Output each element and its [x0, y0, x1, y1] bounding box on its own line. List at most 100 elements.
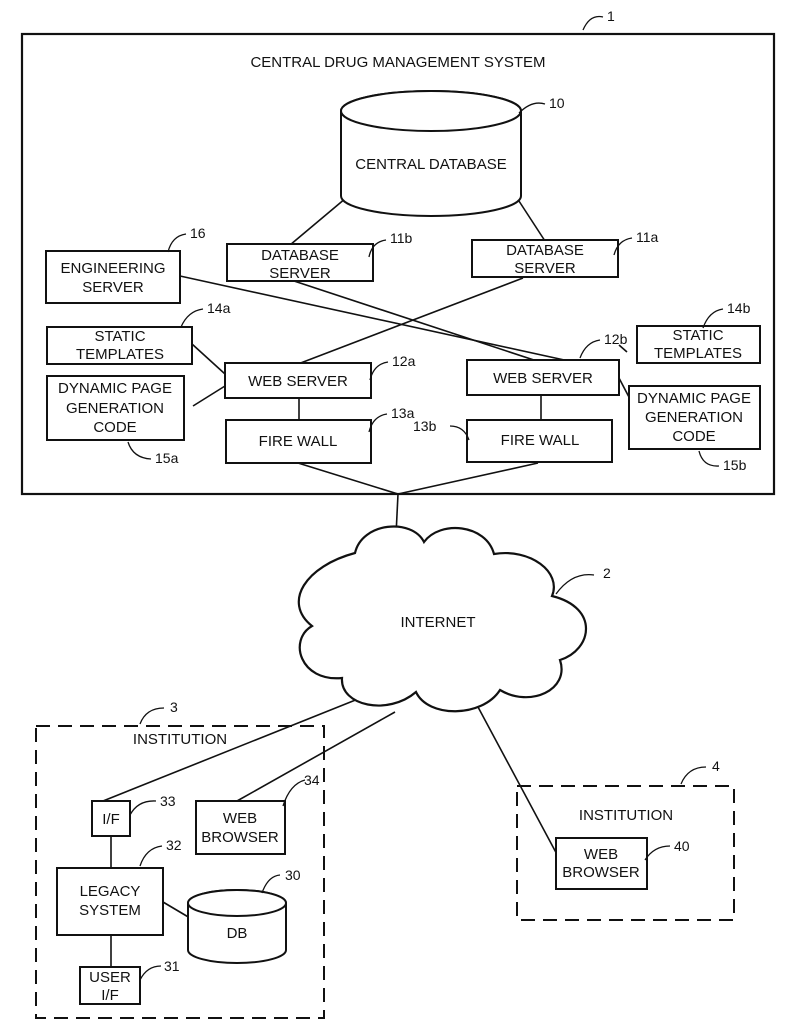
- dynamic-code-b: DYNAMIC PAGE GENERATION CODE: [628, 385, 761, 450]
- static-templates-a-line2: TEMPLATES: [76, 346, 164, 363]
- institution-3-legacy-system-ref-leader: [139, 845, 163, 867]
- web-server-a-ref-leader: [369, 361, 389, 381]
- dynamic-code-a: DYNAMIC PAGE GENERATION CODE: [46, 375, 185, 441]
- web-server-a-label: WEB SERVER: [248, 373, 348, 390]
- fire-wall-b-ref-leader: [449, 425, 470, 441]
- fire-wall-b-ref: 13b: [413, 418, 437, 434]
- institution-3-legacy-system-line1: LEGACY: [80, 883, 141, 900]
- institution-4-web-browser-ref: 40: [674, 838, 690, 854]
- dynamic-code-b-line2: GENERATION: [645, 409, 743, 426]
- fire-wall-b: FIRE WALL: [466, 419, 613, 463]
- dynamic-code-a-line1: DYNAMIC PAGE: [58, 380, 172, 397]
- static-templates-b-line1: STATIC: [672, 327, 723, 344]
- dynamic-code-b-ref-leader: [698, 450, 720, 467]
- database-server-a: DATABASE SERVER: [471, 239, 619, 278]
- dynamic-code-b-ref: 15b: [723, 457, 747, 473]
- institution-3-title: INSTITUTION: [133, 731, 227, 748]
- institution-3-db-ref-leader: [261, 874, 281, 894]
- engineering-server-ref-leader: [167, 233, 187, 253]
- central-database: CENTRAL DATABASE: [340, 90, 522, 217]
- institution-4-web-browser: WEB BROWSER: [555, 837, 648, 890]
- web-server-a: WEB SERVER: [224, 362, 372, 399]
- engineering-server: ENGINEERING SERVER: [45, 250, 181, 304]
- fire-wall-b-label: FIRE WALL: [501, 432, 580, 449]
- web-server-b: WEB SERVER: [466, 359, 620, 396]
- institution-3-frame: [35, 725, 325, 1019]
- institution-3-interface: I/F: [91, 800, 131, 837]
- institution-3-db-ref: 30: [285, 867, 301, 883]
- fire-wall-a-ref-leader: [368, 413, 388, 433]
- fire-wall-a-label: FIRE WALL: [259, 433, 338, 450]
- central-system-ref: 1: [607, 8, 615, 24]
- connection-lines: [102, 197, 631, 967]
- dynamic-code-a-line3: CODE: [93, 419, 136, 436]
- institution-3-interface-label: I/F: [102, 811, 120, 828]
- institution-3-legacy-system-line2: SYSTEM: [79, 902, 141, 919]
- internet-ref-leader: [555, 573, 595, 595]
- central-system-title: CENTRAL DRUG MANAGEMENT SYSTEM: [250, 54, 545, 71]
- internet-ref: 2: [603, 565, 611, 581]
- static-templates-a-ref: 14a: [207, 300, 231, 316]
- central-system-ref-leader: [582, 15, 604, 31]
- database-server-b-line2: SERVER: [269, 265, 331, 282]
- static-templates-a: STATIC TEMPLATES: [46, 326, 193, 365]
- institution-4-title: INSTITUTION: [579, 807, 673, 824]
- fire-wall-a: FIRE WALL: [225, 419, 372, 464]
- institution-3-legacy-system: LEGACY SYSTEM: [56, 867, 164, 936]
- institution-4-ref-leader: [680, 766, 707, 785]
- static-templates-b-ref: 14b: [727, 300, 751, 316]
- web-server-b-label: WEB SERVER: [493, 370, 593, 387]
- dynamic-code-b-line1: DYNAMIC PAGE: [637, 390, 751, 407]
- institution-3-db: DB: [187, 889, 287, 964]
- dynamic-code-a-ref: 15a: [155, 450, 179, 466]
- institution-3-web-browser: WEB BROWSER: [195, 800, 286, 855]
- institution-3-user-interface-line1: USER: [89, 969, 131, 986]
- institution-3-user-interface-ref: 31: [164, 958, 180, 974]
- database-server-b-line1: DATABASE: [261, 247, 339, 264]
- institution-3-ref-leader: [139, 707, 165, 725]
- static-templates-b: STATIC TEMPLATES: [636, 325, 761, 364]
- institution-4-web-browser-line1: WEB: [584, 846, 618, 863]
- institution-3-db-label: DB: [227, 925, 248, 942]
- institution-3-ref: 3: [170, 699, 178, 715]
- internet-label: INTERNET: [401, 614, 476, 631]
- institution-3-user-interface: USER I/F: [79, 966, 141, 1005]
- institution-3-user-interface-line2: I/F: [101, 987, 119, 1004]
- institution-4-web-browser-line2: BROWSER: [562, 864, 640, 881]
- institution-4-web-browser-ref-leader: [644, 845, 671, 861]
- engineering-server-line1: ENGINEERING: [60, 260, 165, 277]
- central-database-ref-leader: [518, 102, 546, 114]
- fire-wall-a-ref: 13a: [391, 405, 415, 421]
- database-server-b-ref-leader: [368, 239, 387, 258]
- database-server-b: DATABASE SERVER: [226, 243, 374, 282]
- central-database-label: CENTRAL DATABASE: [355, 156, 506, 173]
- internet-cloud: INTERNET: [297, 525, 588, 713]
- static-templates-a-ref-leader: [180, 308, 204, 328]
- institution-3-user-interface-ref-leader: [139, 965, 162, 981]
- institution-3-interface-ref-leader: [129, 800, 157, 816]
- central-database-ref: 10: [549, 95, 565, 111]
- institution-3-web-browser-ref-leader: [282, 779, 306, 807]
- web-server-a-ref: 12a: [392, 353, 416, 369]
- database-server-a-line2: SERVER: [514, 260, 576, 277]
- static-templates-a-line1: STATIC: [94, 328, 145, 345]
- database-server-a-ref-leader: [613, 237, 633, 256]
- database-server-b-ref: 11b: [390, 230, 413, 246]
- web-server-b-ref-leader: [579, 339, 601, 359]
- static-templates-b-line2: TEMPLATES: [654, 345, 742, 362]
- engineering-server-ref: 16: [190, 225, 206, 241]
- institution-3-web-browser-ref: 34: [304, 772, 320, 788]
- dynamic-code-b-line3: CODE: [672, 428, 715, 445]
- institution-3-legacy-system-ref: 32: [166, 837, 182, 853]
- database-server-a-line1: DATABASE: [506, 242, 584, 259]
- institution-3-web-browser-line1: WEB: [223, 810, 257, 827]
- web-server-b-ref: 12b: [604, 331, 628, 347]
- institution-3-interface-ref: 33: [160, 793, 176, 809]
- dynamic-code-a-line2: GENERATION: [66, 400, 164, 417]
- static-templates-b-ref-leader: [702, 308, 724, 329]
- institution-3-web-browser-line2: BROWSER: [201, 829, 279, 846]
- database-server-a-ref: 11a: [636, 229, 659, 245]
- dynamic-code-a-ref-leader: [127, 441, 152, 460]
